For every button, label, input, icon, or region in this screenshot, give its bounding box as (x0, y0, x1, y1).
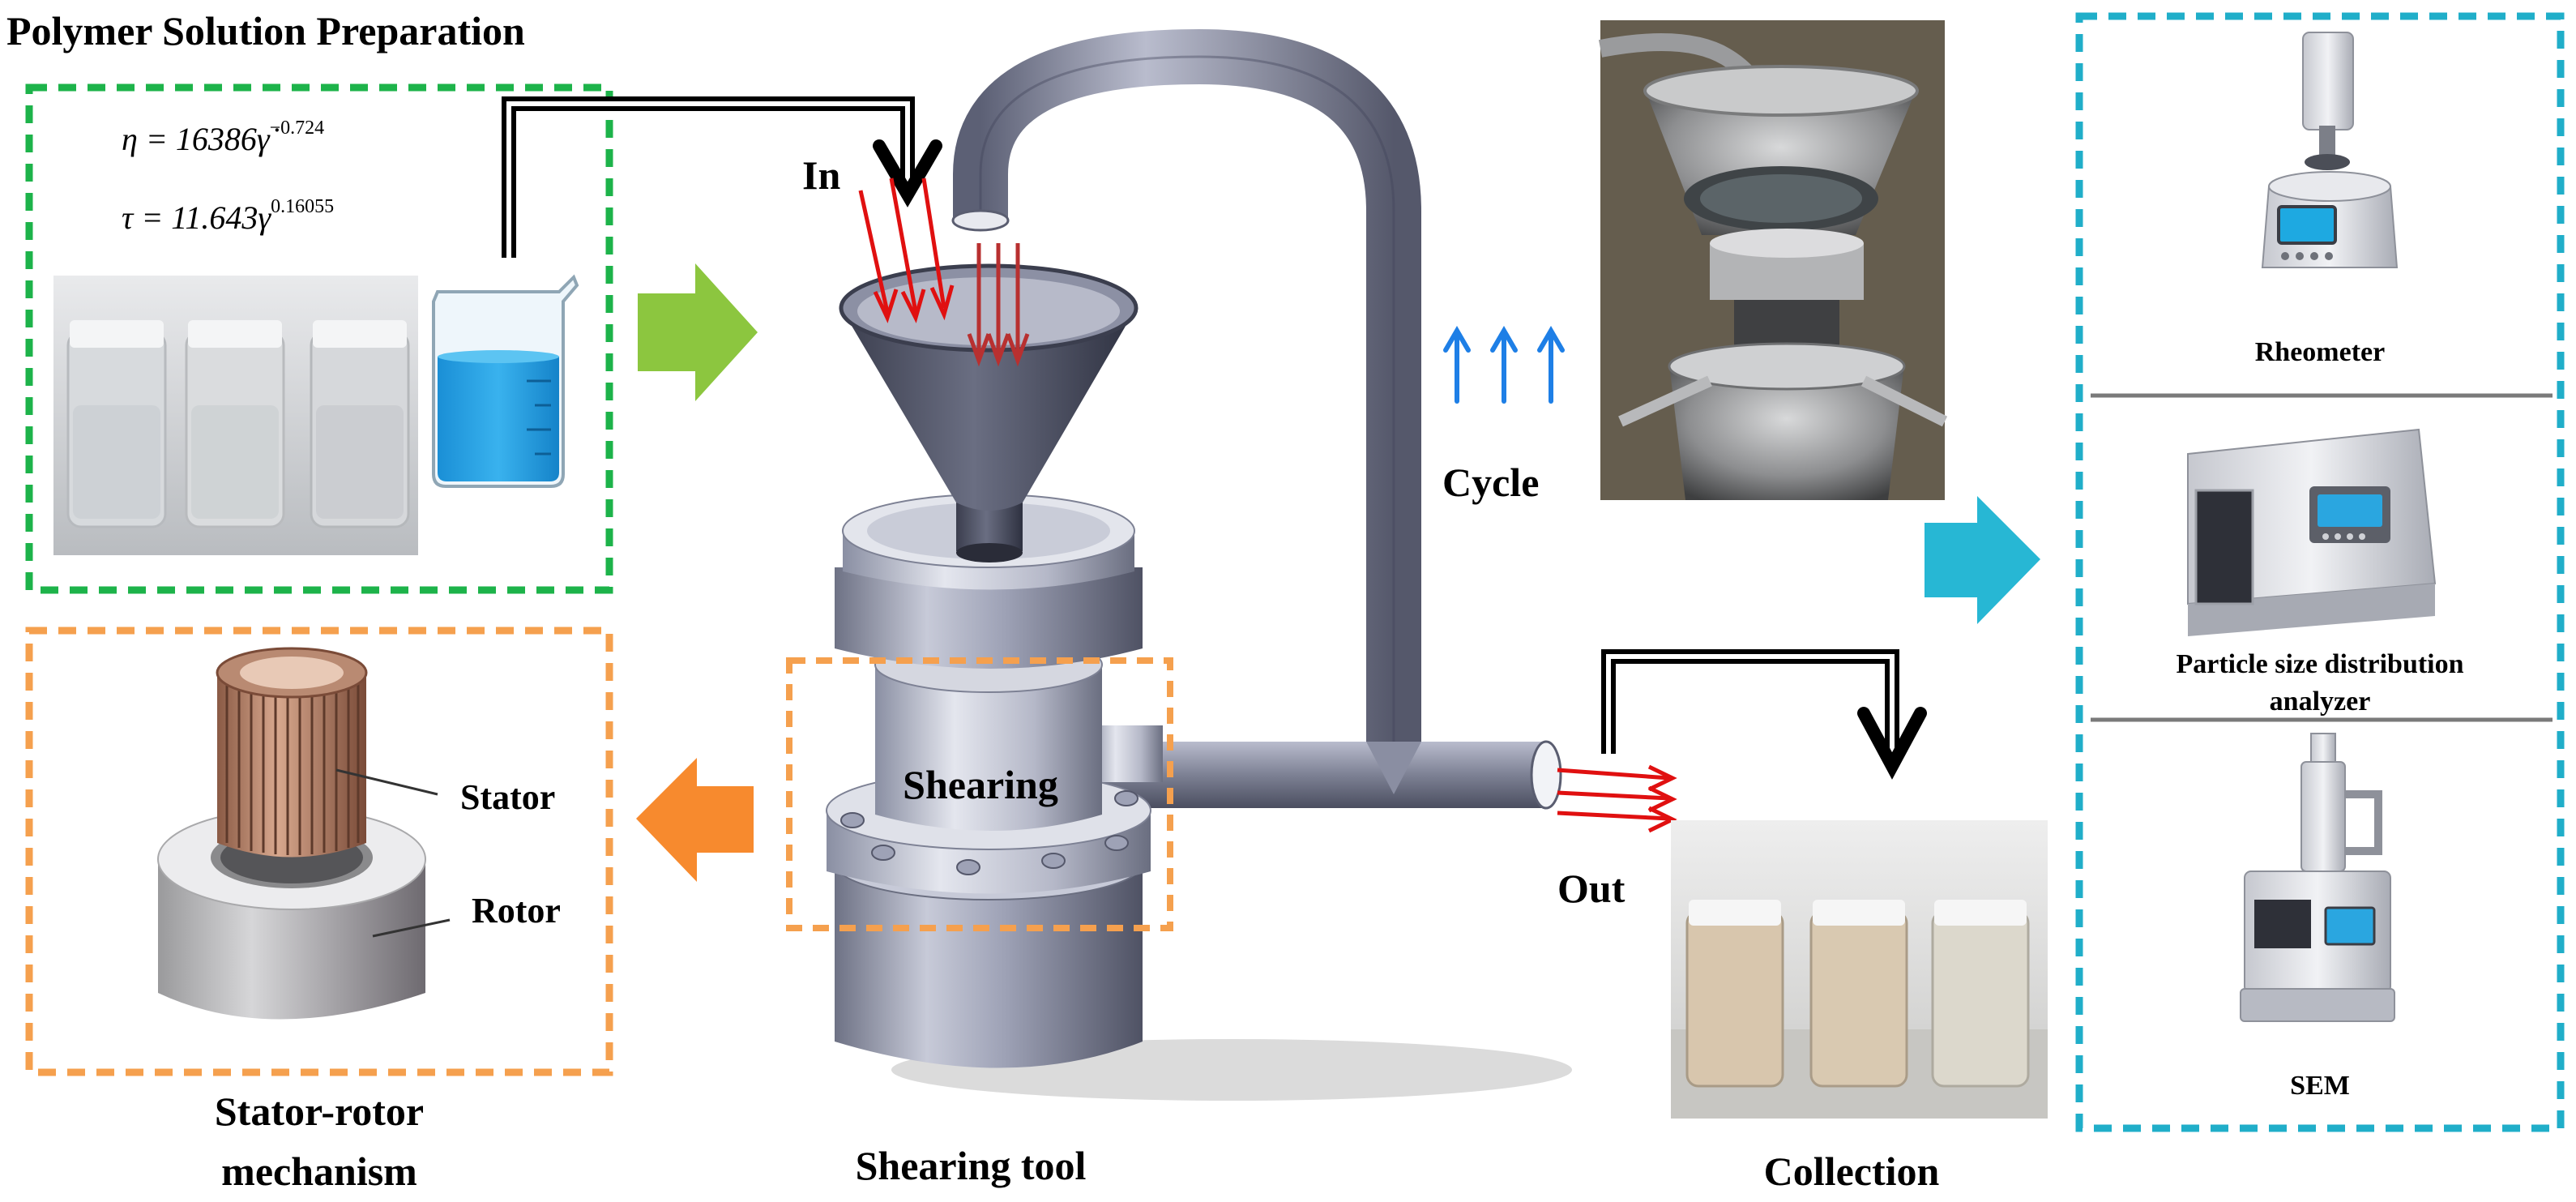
out-label: Out (1557, 866, 1625, 911)
jar (1809, 900, 1908, 1088)
analysis-box (2075, 12, 2565, 1132)
green-flow-arrow (638, 263, 758, 401)
stator-rotor-illustration (157, 647, 451, 1020)
polymer-title: Polymer Solution Preparation (6, 8, 525, 53)
rotor-caption-line1: Stator-rotor (215, 1089, 424, 1134)
rheometer-label: Rheometer (2255, 337, 2385, 367)
cyan-flow-arrow (1925, 496, 2040, 624)
mill-photo (1598, 20, 1948, 500)
pour-arrows (967, 243, 1030, 367)
jar (310, 320, 410, 528)
inflow-arrows (858, 178, 955, 323)
rheometer-icon (2261, 32, 2399, 268)
svg-text:η = 16386γ̇−0.724: η = 16386γ̇−0.724 (122, 118, 324, 157)
psd-label-line1: Particle size distribution (2176, 649, 2463, 679)
orange-flow-arrow (636, 758, 754, 882)
svg-text:τ = 11.643γ0.16055: τ = 11.643γ0.16055 (122, 196, 334, 236)
stator-label: Stator (460, 777, 555, 817)
particle-analyzer-icon (2187, 428, 2437, 636)
cycle-arrows (1443, 326, 1565, 404)
jar (185, 320, 285, 528)
jar (1931, 900, 2030, 1088)
polymer-box (25, 83, 613, 594)
shearing-label: Shearing (903, 762, 1058, 807)
collection-photo (1671, 820, 2048, 1119)
psd-label-line2: analyzer (2270, 687, 2371, 716)
shearing-tool-illustration (826, 28, 1572, 1101)
collection-arrow (1601, 649, 1927, 780)
shearing-zone-box (786, 657, 1173, 931)
feed-arrow (502, 96, 942, 258)
sem-label: SEM (2290, 1071, 2350, 1101)
outflow-arrows (1557, 764, 1677, 833)
jar (66, 320, 167, 528)
eta-lhs: η = 16386 (122, 121, 257, 157)
in-label: In (802, 152, 840, 198)
shearing-tool-caption: Shearing tool (856, 1143, 1087, 1188)
tau-equation: τ = 11.643γ0.16055 (122, 196, 334, 236)
beaker-icon (432, 274, 579, 488)
collection-caption: Collection (1764, 1149, 1940, 1194)
eta-exp: −0.724 (270, 118, 325, 139)
tau-exp: 0.16055 (271, 196, 334, 217)
tau-var: γ (258, 199, 271, 236)
sem-icon (2240, 733, 2395, 1022)
eta-equation: η = 16386γ̇−0.724 (122, 118, 324, 157)
polymer-jars-photo (53, 276, 418, 555)
tau-lhs: τ = 11.643 (122, 199, 258, 236)
rotor-label: Rotor (472, 891, 561, 930)
jar (1685, 900, 1784, 1088)
rotor-caption-line2: mechanism (221, 1149, 417, 1194)
rotor-box (25, 627, 613, 1076)
cycle-label: Cycle (1442, 460, 1539, 505)
